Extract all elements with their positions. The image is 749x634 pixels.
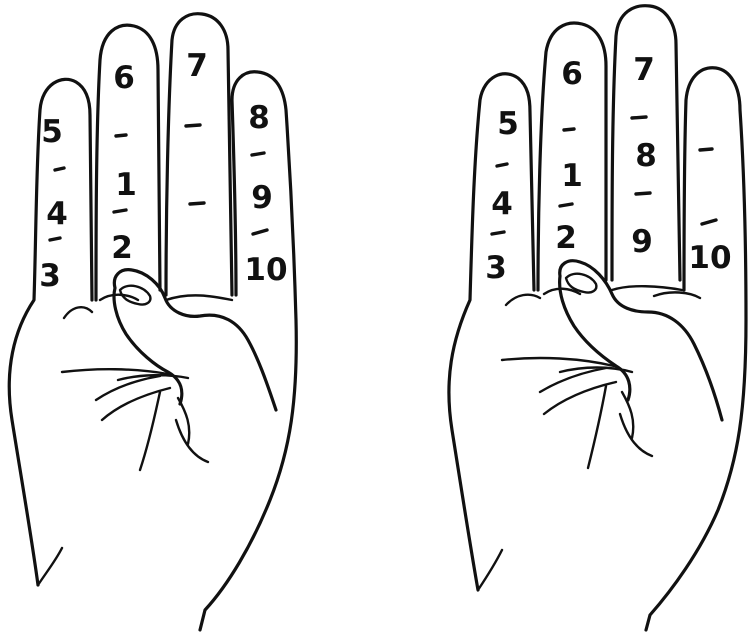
left-ring-crease-1	[116, 135, 126, 136]
right-middle-crease-1	[632, 117, 646, 118]
right-little-crease-1	[497, 164, 507, 166]
left-index-crease-2	[253, 230, 267, 234]
right-palm-creases	[478, 358, 652, 590]
left-little-crease-2	[50, 238, 60, 240]
right-little-num-2: 4	[491, 186, 513, 222]
left-little-num-2: 4	[46, 196, 68, 232]
left-little-crease-1	[55, 168, 64, 170]
left-ring-num-2: 1	[115, 167, 137, 203]
right-little-crease-2	[492, 232, 504, 234]
right-ring-num-2: 1	[561, 158, 583, 194]
right-little-num-3: 3	[485, 250, 507, 286]
right-middle-num-1: 7	[633, 52, 655, 88]
left-ring-num-3: 2	[111, 230, 133, 266]
right-index-num-1: 10	[688, 240, 731, 276]
left-middle-crease-2	[190, 203, 204, 204]
right-ring-crease-1	[564, 129, 574, 130]
left-hand: 5 4 3 6 1 2 7 8 9 10	[9, 14, 296, 630]
right-ring-num-3: 2	[555, 220, 577, 256]
right-hand-outline	[449, 6, 746, 630]
left-little-num-1: 5	[41, 114, 63, 150]
right-middle-num-2: 8	[635, 138, 657, 174]
right-hand: 5 4 3 6 1 2 7 8 9 10	[449, 6, 746, 630]
right-middle-crease-2	[636, 193, 650, 194]
left-thumb	[114, 270, 276, 410]
left-ring-crease-2	[114, 210, 126, 212]
left-palm-creases	[38, 369, 208, 585]
left-index-num-1: 8	[248, 100, 270, 136]
left-index-crease-1	[252, 153, 264, 155]
left-index-num-2: 9	[251, 180, 273, 216]
right-index-crease-2	[702, 220, 716, 224]
right-middle-num-3: 9	[631, 224, 653, 260]
right-little-num-1: 5	[497, 106, 519, 142]
right-thumb	[560, 261, 722, 420]
left-index-num-3: 10	[244, 252, 287, 288]
left-middle-num-1: 7	[186, 48, 208, 84]
right-ring-crease-2	[560, 204, 572, 206]
left-little-num-3: 3	[39, 258, 61, 294]
left-ring-num-1: 6	[113, 60, 135, 96]
left-middle-crease-1	[186, 125, 200, 126]
right-index-crease-1	[700, 149, 712, 150]
right-ring-num-1: 6	[561, 56, 583, 92]
